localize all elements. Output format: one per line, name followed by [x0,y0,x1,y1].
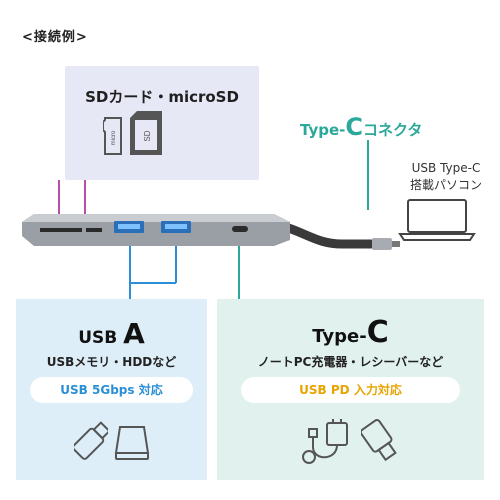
type-c-title-prefix: Type- [312,326,367,347]
type-c-title: Type-C [217,315,484,350]
type-c-pill: USB PD 入力対応 [241,377,460,403]
typec-connector-label: Type-Cコネクタ [300,113,422,141]
type-c-panel: Type-C ノートPC充電器・レシーバーなど USB PD 入力対応 [217,299,484,480]
usb-a-subtitle: USBメモリ・HDDなど [46,355,177,369]
usb-a-pill: USB 5Gbps 対応 [30,377,193,403]
hdd-icon [114,423,150,461]
connector-suffix: コネクタ [363,121,423,139]
sd-card-title: SDカード・microSD [85,88,239,106]
usb-a-title-big: A [123,317,145,350]
usb-a-panel: USB A USBメモリ・HDDなど USB 5Gbps 対応 [16,299,207,480]
sd-card-panel: SDカード・microSD micro SD [65,66,259,180]
usb-a-title: USB A [16,317,207,350]
charger-icon [299,417,353,467]
connector-prefix: Type- [300,121,346,139]
usb-a-title-prefix: USB [78,328,124,348]
receiver-icon [361,417,401,465]
type-c-subtitle: ノートPC充電器・レシーバーなど [257,355,444,369]
laptop-icon [398,198,476,242]
pc-label-line1: USB Type-C [411,161,481,175]
sd-card-icon: SD [129,110,163,156]
svg-text:SD: SD [143,130,152,141]
usb-stick-icon [74,419,108,463]
connector-big-c: C [345,113,363,141]
svg-text:micro: micro [111,130,117,145]
microsd-card-icon: micro [103,116,123,156]
type-c-title-big: C [366,315,389,350]
page-heading: <接続例> [22,30,88,45]
pc-label: USB Type-C 搭載パソコン [391,160,500,194]
pc-label-line2: 搭載パソコン [409,178,482,192]
